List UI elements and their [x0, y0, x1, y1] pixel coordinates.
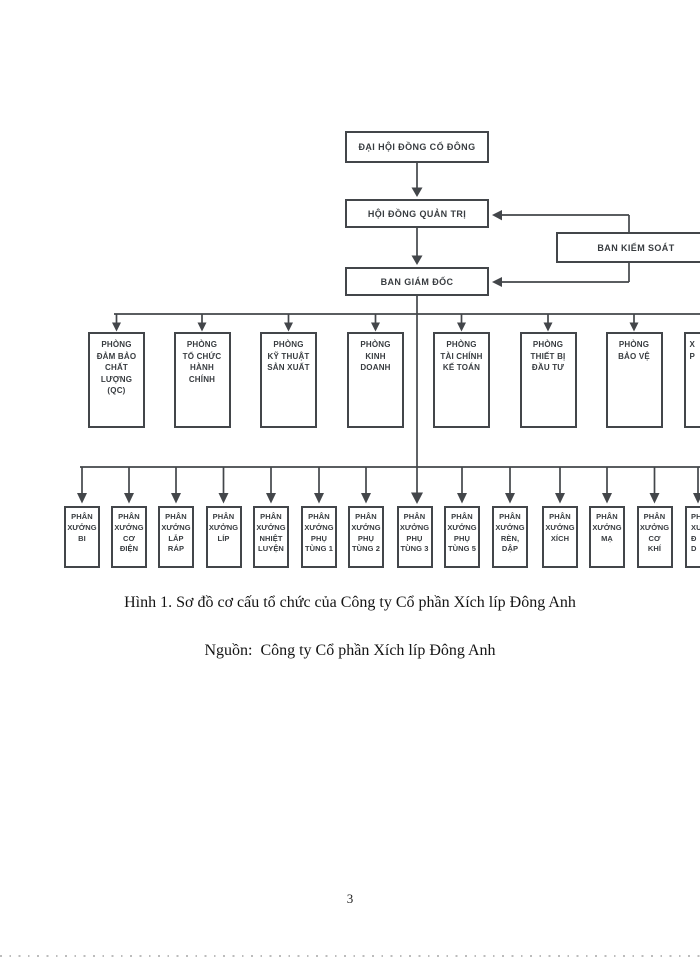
dept-box-finance-accounting: PHÒNG TÀI CHÍNH KẾ TOÁN	[433, 332, 490, 428]
dept-box-production-tech: PHÒNG KỸ THUẬT SẢN XUẤT	[260, 332, 317, 428]
org-box-shareholders-meeting: ĐẠI HỘI ĐỒNG CỔ ĐÔNG	[345, 131, 489, 163]
workshop-box-nhiet-luyen: PHÂN XƯỞNG NHIỆT LUYỆN	[253, 506, 289, 568]
page-boundary-dotted-line	[0, 955, 700, 957]
dept-box-clipped-right: X P	[683, 332, 700, 428]
workshop-box-co-khi: PHÂN XƯỞNG CƠ KHÍ	[636, 506, 673, 568]
org-box-supervisory-board: BAN KIỂM SOÁT	[556, 232, 700, 263]
dept-box-hr-admin: PHÒNG TỔ CHỨC HÀNH CHÍNH	[173, 332, 231, 428]
workshop-box-xich: PHÂN XƯỞNG XÍCH	[542, 506, 578, 568]
org-box-board-of-directors: BAN GIÁM ĐỐC	[345, 267, 489, 296]
dept-box-sales: PHÒNG KINH DOANH	[347, 332, 404, 428]
workshop-box-bi: PHÂN XƯỞNG BI	[64, 506, 100, 568]
workshop-box-lap-rap: PHÂN XƯỞNG LẮP RÁP	[158, 506, 194, 568]
workshop-box-phu-tung-1: PHÂN XƯỞNG PHỤ TÙNG 1	[301, 506, 337, 568]
org-box-board-of-management: HỘI ĐỒNG QUẢN TRỊ	[345, 199, 489, 228]
workshop-box-clipped-right: PH XƯ Đ D	[685, 506, 700, 568]
figure-source: Nguồn: Công ty Cổ phần Xích líp Đông Anh	[204, 642, 496, 659]
workshop-box-ma: PHÂN XƯỞNG MẠ	[589, 506, 625, 568]
dept-box-equipment-investment: PHÒNG THIẾT BỊ ĐẦU TƯ	[519, 332, 577, 428]
workshop-box-lip: PHÂN XƯỞNG LÍP	[205, 506, 242, 568]
figure-caption: Hình 1. Sơ đồ cơ cấu tổ chức của Công ty…	[124, 594, 576, 611]
workshop-box-ren-dap: PHÂN XƯỞNG RÈN, DẬP	[492, 506, 528, 568]
page-number: 3	[346, 891, 354, 906]
dept-box-security: PHÒNG BẢO VỆ	[605, 332, 663, 428]
workshop-box-co-dien: PHÂN XƯỞNG CƠ ĐIỆN	[111, 506, 147, 568]
dept-box-quality-assurance: PHÒNG ĐẢM BẢO CHẤT LƯỢNG (QC)	[88, 332, 145, 428]
workshop-box-phu-tung-3: PHÂN XƯỞNG PHỤ TÙNG 3	[396, 506, 433, 568]
workshop-box-phu-tung-5: PHÂN XƯỞNG PHỤ TÙNG 5	[444, 506, 480, 568]
workshop-box-phu-tung-2: PHÂN XƯỞNG PHỤ TÙNG 2	[348, 506, 384, 568]
